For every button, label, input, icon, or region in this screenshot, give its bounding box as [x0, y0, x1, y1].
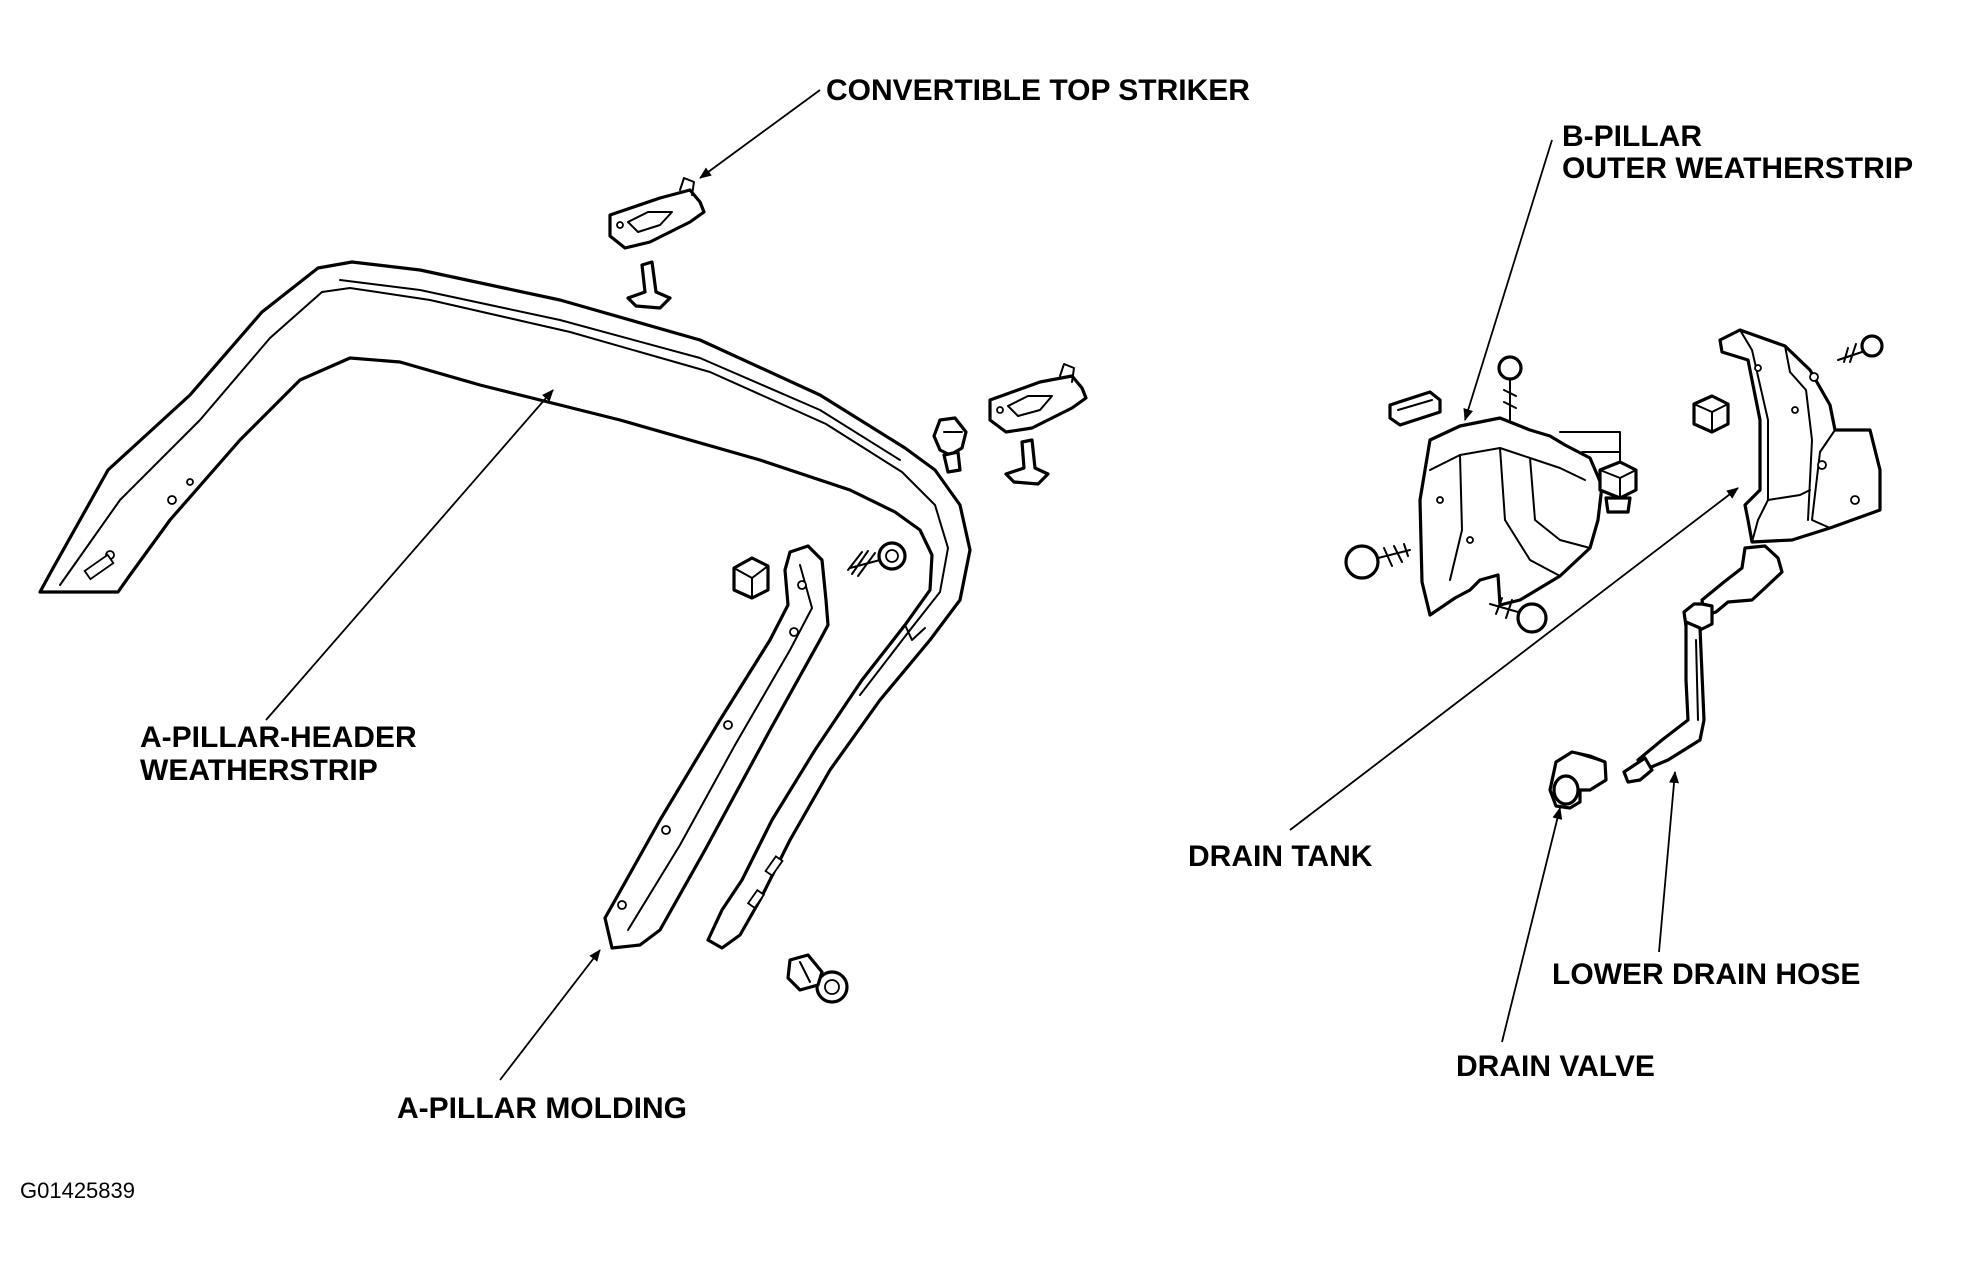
drain-tank [1692, 328, 1884, 544]
label-a-pillar-header-line1: A-PILLAR-HEADER [140, 721, 417, 754]
label-a-pillar-header-line2: WEATHERSTRIP [140, 754, 378, 787]
lower-drain-hose [1622, 544, 1784, 784]
label-drain-tank: DRAIN TANK [1188, 840, 1373, 873]
label-b-pillar-line1: B-PILLAR [1562, 120, 1702, 153]
convertible-top-striker-upper [608, 177, 706, 310]
molding-screw [847, 541, 907, 577]
a-pillar-header-weatherstrip [38, 260, 972, 950]
figure-id: G01425839 [20, 1178, 135, 1203]
b-pillar-outer-weatherstrip [1418, 416, 1604, 617]
label-lower-drain-hose: LOWER DRAIN HOSE [1552, 958, 1860, 991]
label-drain-valve: DRAIN VALVE [1456, 1050, 1655, 1083]
label-convertible-top-striker: CONVERTIBLE TOP STRIKER [826, 74, 1250, 107]
a-pillar-molding [603, 544, 830, 950]
label-a-pillar-molding: A-PILLAR MOLDING [397, 1092, 687, 1125]
b-pillar-fasteners [1344, 355, 1638, 634]
bottom-clip [786, 953, 849, 1004]
drain-valve [1548, 750, 1608, 810]
label-b-pillar-line2: OUTER WEATHERSTRIP [1562, 152, 1913, 185]
molding-clip [732, 556, 770, 600]
leader-lines [265, 89, 1739, 1081]
convertible-top-striker-lower [932, 363, 1088, 486]
